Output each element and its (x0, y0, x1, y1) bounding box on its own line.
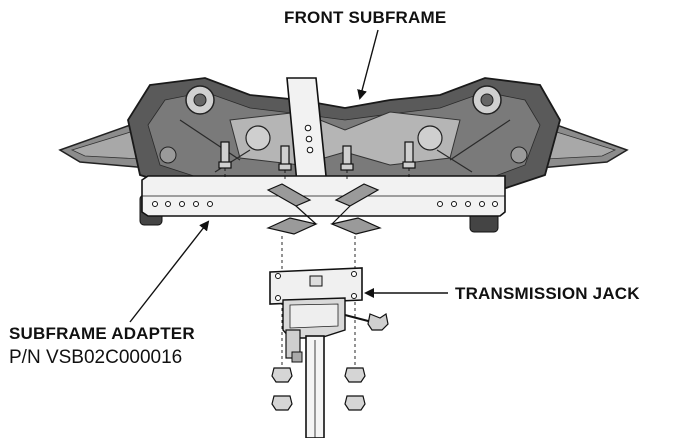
transmission-jack (269, 267, 389, 439)
mounting-bolts (218, 141, 416, 171)
leader-lines (129, 29, 448, 323)
front-subframe-label: FRONT SUBFRAME (284, 8, 447, 27)
part-number-label: P/N VSB02C000016 (9, 347, 183, 368)
transmission-jack-label: TRANSMISSION JACK (455, 284, 640, 303)
subframe-adapter-label: SUBFRAME ADAPTER (9, 324, 195, 343)
mounting-nuts (271, 367, 366, 411)
subframe-adapter (141, 77, 506, 235)
subframe-adapter-arrow (129, 220, 210, 323)
front-subframe-arrow (357, 29, 379, 100)
